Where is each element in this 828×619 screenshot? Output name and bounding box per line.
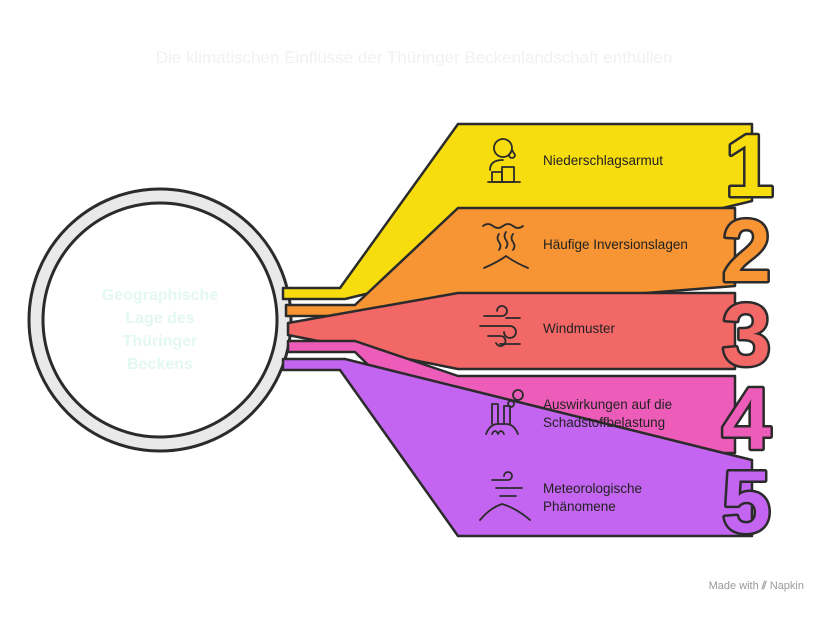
page-title: Die klimatischen Einflüsse der Thüringer… <box>155 48 673 67</box>
napkin-logo-icon: ⫽ <box>761 580 767 592</box>
band-5 <box>281 357 754 538</box>
item-label-line: Schadstoffbelastung <box>543 415 666 430</box>
number-3: 3 <box>722 285 771 384</box>
item-label-line: Meteorologische <box>543 481 643 496</box>
band-2 <box>284 206 737 318</box>
item-label-1: Niederschlagsarmut <box>543 152 723 170</box>
mountain-wind-icon <box>479 471 531 521</box>
number-1: 1 <box>725 116 774 215</box>
footer-made-with: Made with <box>708 580 759 592</box>
item-label-2: Häufige Inversionslagen <box>543 236 723 254</box>
footer-branding: Made with ⫽ Napkin <box>709 580 804 593</box>
footer-brand: Napkin <box>769 580 804 592</box>
number-2: 2 <box>722 201 771 300</box>
center-label-line: Lage des <box>125 310 195 327</box>
wind-icon <box>479 305 521 347</box>
item-label-5: Meteorologische Phänomene <box>543 480 723 516</box>
item-label-line: Windmuster <box>543 321 616 336</box>
number-4: 4 <box>722 369 771 468</box>
center-label-line: Thüringer <box>122 333 198 350</box>
center-ring <box>30 190 290 450</box>
item-label-line: Häufige Inversionslagen <box>543 237 688 252</box>
band-4 <box>286 339 737 455</box>
item-label-line: Niederschlagsarmut <box>543 153 664 168</box>
center-label-line: Beckens <box>127 356 193 373</box>
volcano-heat-icon <box>482 223 529 269</box>
center-label: Geographische Lage des Thüringer Beckens <box>80 284 240 376</box>
item-label-3: Windmuster <box>543 320 723 338</box>
center-label-line: Geographische <box>101 287 219 304</box>
item-label-line: Phänomene <box>543 499 616 514</box>
item-label-4: Auswirkungen auf die Schadstoffbelastung <box>543 396 723 432</box>
number-5: 5 <box>722 452 771 551</box>
band-3 <box>286 291 737 371</box>
item-label-line: Auswirkungen auf die <box>543 397 673 412</box>
person-rain-icon <box>487 138 521 183</box>
factory-smoke-icon <box>485 389 524 435</box>
